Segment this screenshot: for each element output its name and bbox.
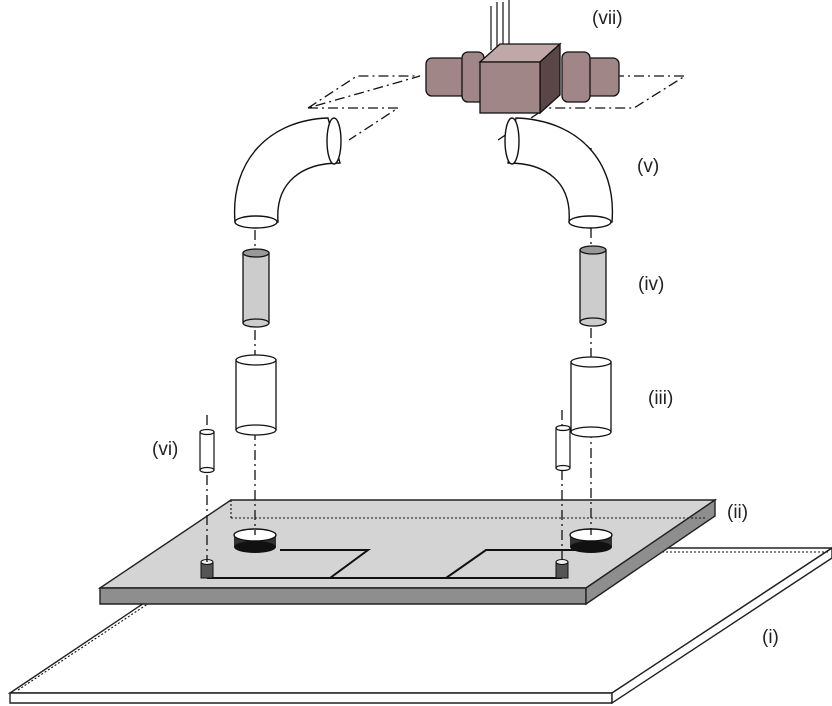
label-ii: (ii) — [727, 502, 748, 523]
chip-layer — [97, 498, 718, 606]
label-iv: (iv) — [638, 274, 664, 295]
label-iii: (iii) — [648, 388, 673, 409]
left-grey-tube — [242, 248, 270, 328]
left-elbow-tube — [233, 117, 342, 229]
label-vi: (vi) — [152, 439, 178, 460]
right-small-pin — [555, 424, 571, 472]
right-elbow-tube — [504, 117, 614, 229]
left-white-sleeve — [235, 354, 277, 436]
right-small-port — [555, 559, 569, 579]
label-i: (i) — [762, 627, 779, 648]
left-small-port — [200, 559, 214, 579]
left-small-pin — [199, 428, 215, 474]
right-grey-tube — [579, 245, 607, 327]
label-v: (v) — [637, 156, 659, 177]
right-white-sleeve — [570, 356, 612, 438]
valve-connector — [425, 0, 620, 115]
label-vii: (vii) — [592, 8, 623, 29]
